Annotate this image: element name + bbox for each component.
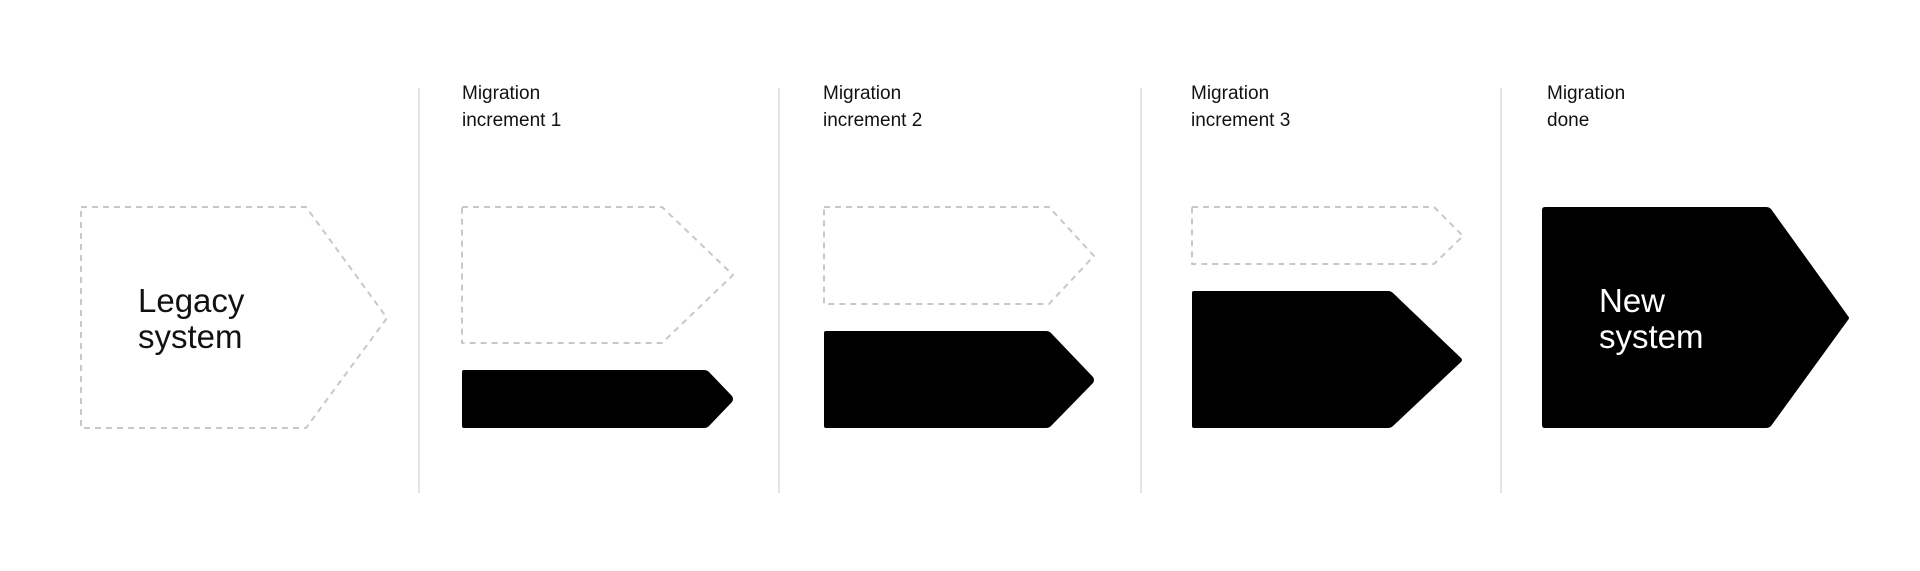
new-system-shape-2 (824, 331, 1094, 428)
new-system-shape-1 (462, 370, 733, 428)
new-system-shape (1542, 207, 1849, 428)
legacy-system-shape (80, 206, 388, 429)
legacy-remaining-shape-3 (1191, 206, 1464, 265)
legacy-remaining-shape-2 (823, 206, 1095, 305)
new-system-shape-3 (1192, 291, 1462, 428)
legacy-remaining-shape-1 (461, 206, 734, 344)
